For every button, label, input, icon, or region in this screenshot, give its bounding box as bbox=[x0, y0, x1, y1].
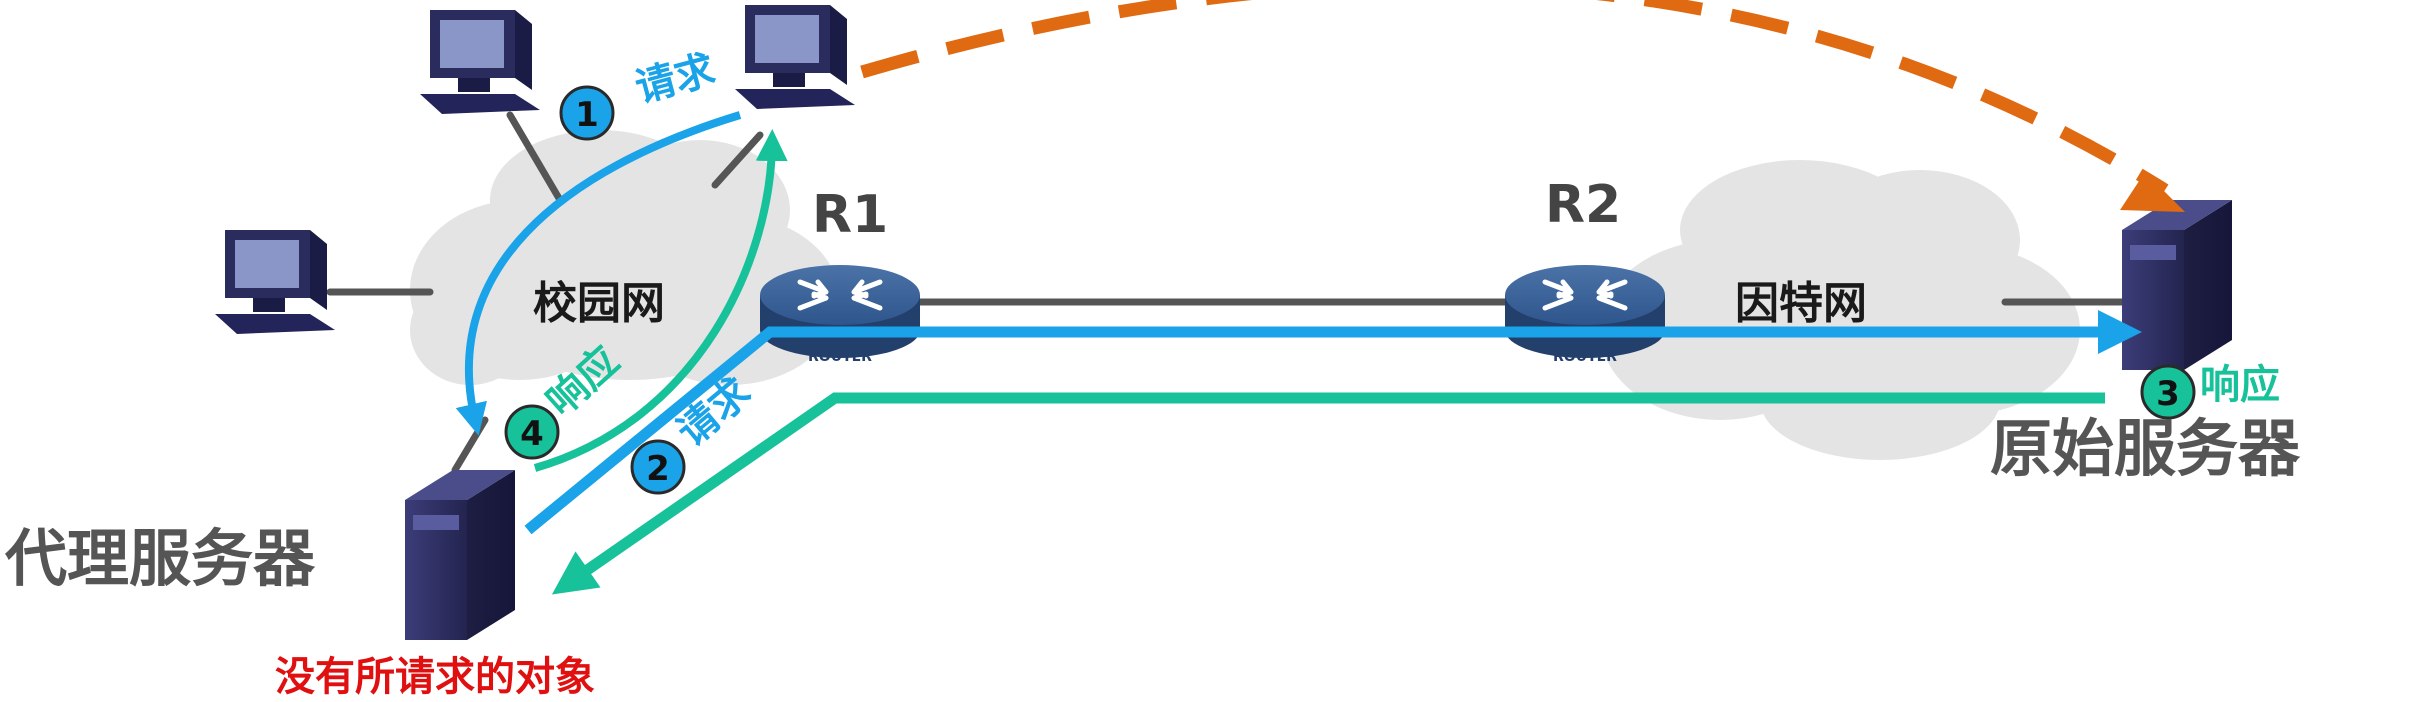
computer-icon bbox=[735, 5, 855, 109]
computer-icon bbox=[420, 10, 540, 114]
step3-response-arrow bbox=[551, 392, 2105, 595]
step2-badge: 2 bbox=[630, 439, 686, 495]
origin-server-label: 原始服务器 bbox=[1990, 412, 2301, 485]
campus-net-label: 校园网 bbox=[533, 278, 665, 329]
step1-label: 请求 bbox=[631, 47, 720, 112]
step2-request-arrow bbox=[524, 310, 2142, 535]
step1-number: 1 bbox=[575, 95, 599, 135]
dashed-direct-path bbox=[860, 0, 2169, 196]
link-pc1 bbox=[506, 111, 564, 204]
link-pc2 bbox=[711, 131, 764, 189]
step1-request-arrow bbox=[455, 111, 742, 436]
router-tag: ROUTER bbox=[808, 349, 872, 365]
dashed-arrowhead bbox=[2120, 172, 2185, 212]
server-icon bbox=[405, 470, 515, 640]
cloud-icon bbox=[410, 130, 840, 385]
step4-badge: 4 bbox=[504, 404, 560, 460]
step3-label: 响应 bbox=[2200, 362, 2280, 408]
step2-number: 2 bbox=[646, 449, 670, 489]
no-object-note: 没有所请求的对象 bbox=[275, 654, 595, 698]
step1-badge: 1 bbox=[559, 85, 615, 141]
proxy-server-label: 代理服务器 bbox=[4, 522, 316, 595]
router-tag: ROUTER bbox=[1553, 349, 1617, 365]
r2-label: R2 bbox=[1545, 175, 1621, 235]
server-icon bbox=[2122, 200, 2232, 370]
internet-label: 因特网 bbox=[1735, 278, 1867, 329]
step4-number: 4 bbox=[520, 414, 544, 454]
computer-icon bbox=[215, 230, 335, 334]
step3-number: 3 bbox=[2156, 374, 2180, 414]
step3-badge: 3 bbox=[2140, 364, 2196, 420]
step4-response-arrow bbox=[533, 129, 788, 472]
link-proxy bbox=[451, 416, 489, 474]
r1-label: R1 bbox=[812, 185, 888, 245]
